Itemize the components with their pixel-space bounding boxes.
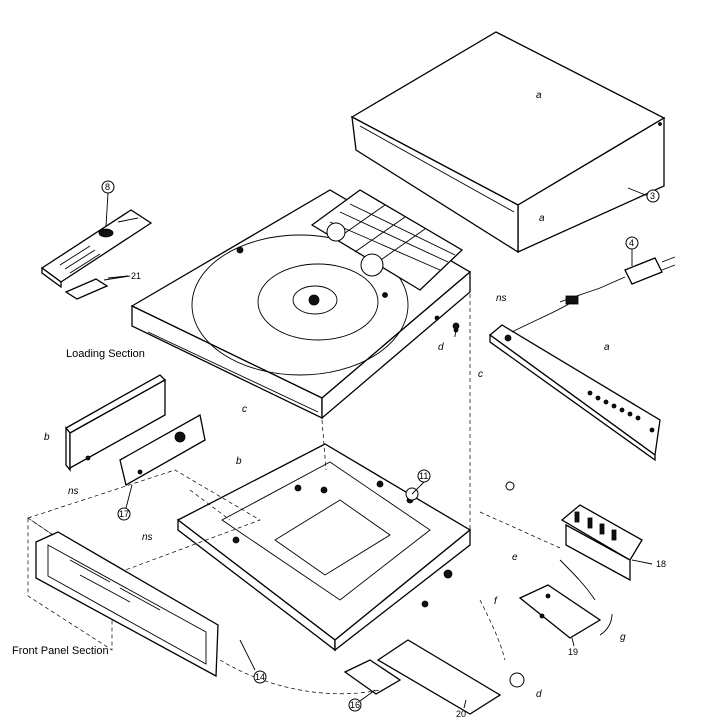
ref-d-bottom: d [536, 689, 542, 700]
ref-c-bracket: c [242, 404, 247, 415]
callout-16: 16 [348, 689, 376, 712]
svg-text:3: 3 [650, 191, 655, 201]
svg-text:11: 11 [419, 471, 428, 481]
callout-11: 11 [411, 469, 431, 495]
svg-text:21: 21 [131, 271, 141, 281]
pcb-assembly [560, 504, 643, 582]
ref-a-cover-side: a [539, 213, 545, 224]
rear-panel [488, 301, 661, 462]
ref-a-rear: a [604, 342, 610, 353]
callout-17: 17 [117, 484, 133, 521]
ref-ns-chassis: ns [142, 532, 153, 543]
ref-d-loader: d [438, 342, 444, 353]
ref-ns-bracket: ns [68, 486, 79, 497]
sub-pcb [518, 584, 602, 639]
callout-3: 3 [627, 187, 660, 203]
ref-b-bracket: b [44, 432, 50, 443]
ref-a-top: a [536, 90, 542, 101]
battery-cover [64, 275, 131, 300]
ref-b-chassis: b [236, 456, 242, 467]
front-panel-assembly [27, 469, 261, 678]
ref-ns-rear: ns [496, 293, 507, 304]
svg-text:8: 8 [105, 182, 110, 192]
ref-c-rear: c [478, 369, 483, 380]
guide-lines [189, 294, 613, 695]
svg-text:14: 14 [255, 672, 265, 682]
svg-text:17: 17 [119, 509, 129, 519]
callout-21: 21 [107, 271, 141, 281]
callout-4: 4 [625, 236, 639, 266]
remote-control [40, 209, 153, 289]
small-parts [376, 322, 515, 491]
loading-mechanism [130, 189, 472, 420]
svg-text:16: 16 [350, 700, 360, 710]
ref-f-loader: f [454, 329, 458, 340]
svg-text:20: 20 [456, 709, 466, 719]
svg-text:18: 18 [656, 559, 666, 569]
ref-f-small: f [494, 596, 498, 607]
bottom-bracket [343, 639, 525, 715]
ref-g-right: g [620, 632, 626, 643]
main-chassis [176, 443, 472, 652]
callout-19: 19 [568, 637, 578, 657]
ref-e-small: e [512, 552, 518, 563]
callout-8: 8 [101, 180, 115, 227]
front-bracket-pcb [65, 374, 206, 486]
callout-20: 20 [456, 699, 467, 719]
svg-text:19: 19 [568, 647, 578, 657]
callout-14: 14 [239, 639, 267, 684]
top-cover [350, 31, 666, 254]
callout-18: 18 [631, 559, 666, 569]
front-panel-section-label: Front Panel Section [12, 645, 109, 657]
loading-section-label: Loading Section [66, 348, 145, 360]
power-cord [559, 256, 676, 305]
svg-text:4: 4 [629, 238, 634, 248]
